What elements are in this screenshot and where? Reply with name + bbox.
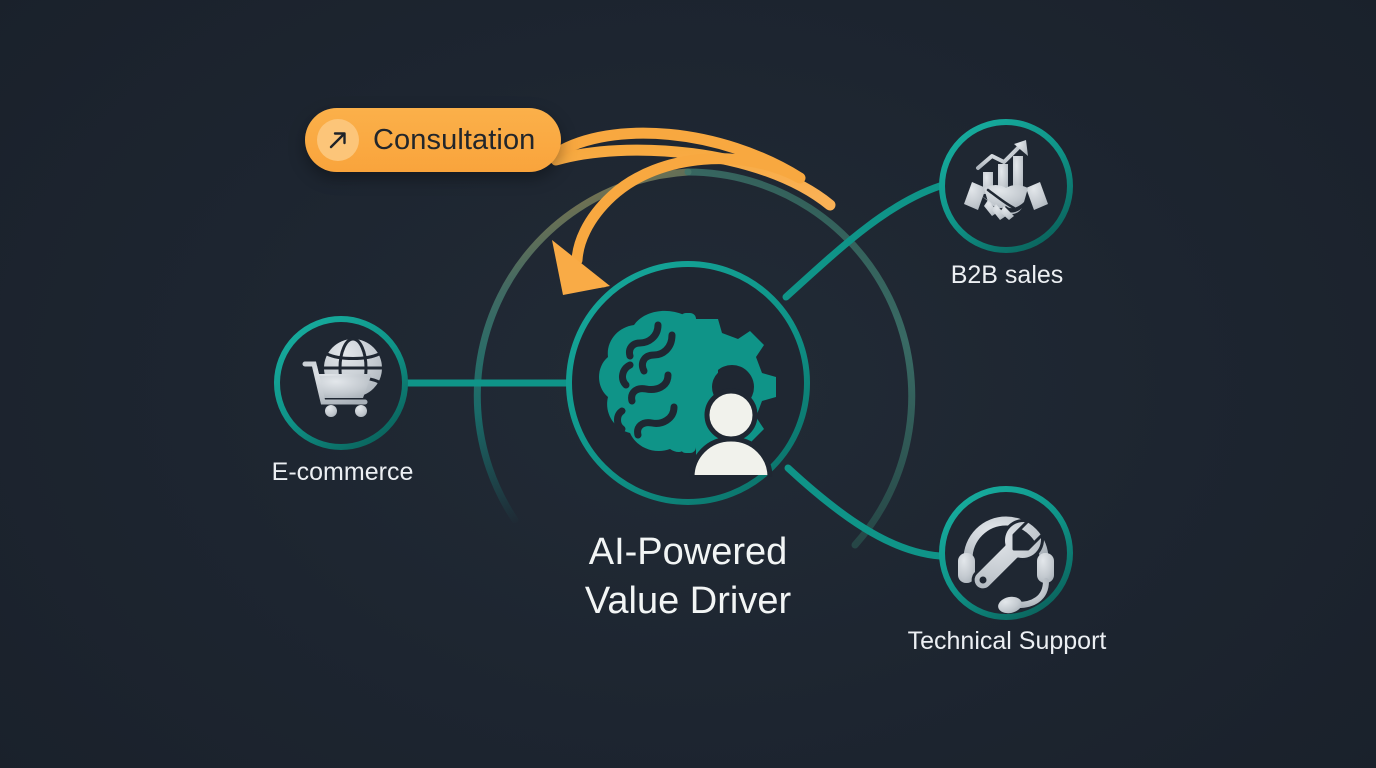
headset-wrench-icon <box>958 516 1054 614</box>
consultation-arrow-stroke <box>551 127 806 295</box>
consultation-badge[interactable]: Consultation <box>305 108 562 172</box>
connector-b2b-sales <box>782 182 944 301</box>
node-label-b2b-sales: B2B sales <box>950 261 1064 289</box>
center-hub[interactable] <box>566 261 810 505</box>
arrow-up-right-icon <box>317 119 359 161</box>
handshake-growth-chart-icon <box>964 140 1048 220</box>
user-silhouette <box>694 393 768 475</box>
consultation-badge-label: Consultation <box>373 123 536 156</box>
node-technical-support[interactable] <box>939 486 1073 620</box>
node-label-technical-support: Technical Support <box>907 627 1107 655</box>
node-b2b-sales[interactable] <box>939 119 1073 253</box>
center-title-line-1: AI-Powered <box>588 531 788 573</box>
consultation-arrow <box>550 144 836 211</box>
node-label-ecommerce: E-commerce <box>271 458 414 486</box>
node-ecommerce[interactable] <box>274 316 408 450</box>
shopping-cart-globe-icon <box>302 337 382 417</box>
brain-gear-user-icon <box>599 310 776 478</box>
center-hub-title: AI-Powered Value Driver <box>488 528 888 627</box>
center-title-line-2: Value Driver <box>584 580 792 623</box>
connector-technical-support <box>784 464 944 560</box>
